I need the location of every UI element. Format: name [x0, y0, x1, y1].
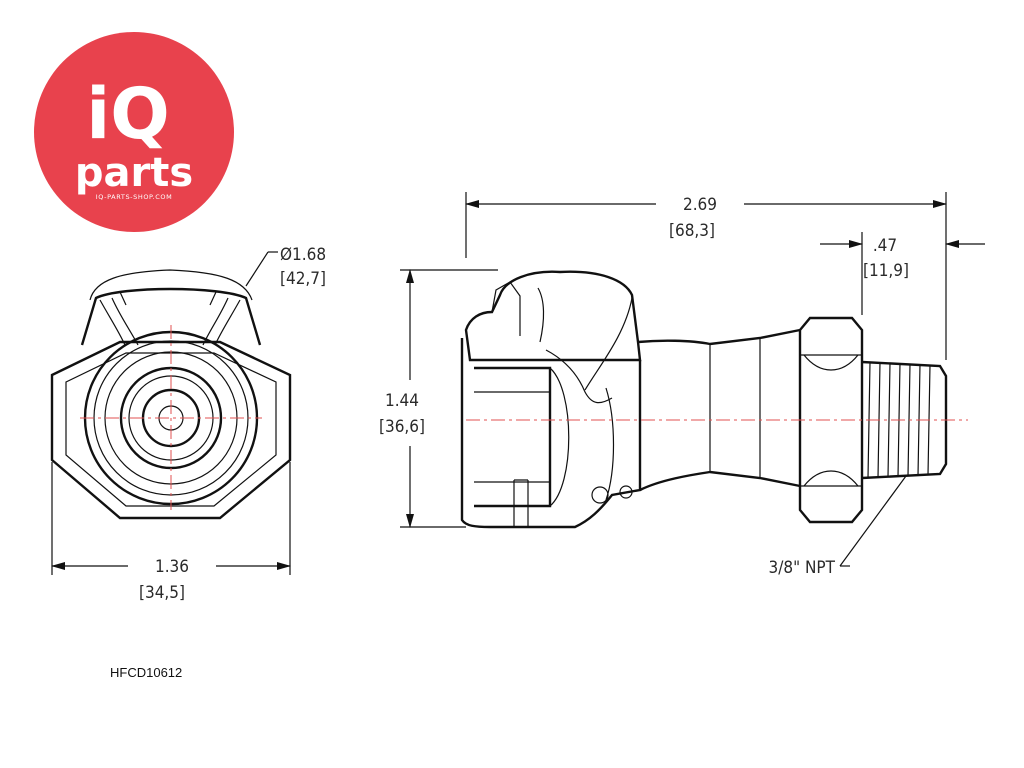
front-width-dimension: 1.36 [34,5]	[51, 462, 291, 603]
part-number: HFCD10612	[110, 665, 182, 680]
thread-callout: 3/8" NPT	[769, 475, 907, 578]
logo-circle	[34, 32, 234, 232]
thread-callout-text: 3/8" NPT	[769, 558, 836, 578]
front-diameter-dimension: Ø1.68 [42,7]	[245, 245, 326, 289]
thread-length-inch: .47	[873, 236, 897, 256]
front-width-mm: [34,5]	[139, 583, 185, 603]
logo-iq-text: iQ	[86, 73, 170, 155]
iq-parts-logo: iQ parts IQ-PARTS-SHOP.COM	[34, 32, 234, 232]
height-inch: 1.44	[385, 391, 419, 411]
front-diameter-inch: Ø1.68	[280, 245, 326, 265]
height-mm: [36,6]	[379, 417, 425, 437]
thread-length-dimension: .47 [11,9]	[820, 232, 985, 315]
thread-length-mm: [11,9]	[863, 261, 909, 281]
front-width-inch: 1.36	[155, 557, 189, 577]
overall-length-dimension: 2.69 [68,3]	[465, 192, 947, 360]
front-diameter-mm: [42,7]	[280, 269, 326, 289]
logo-website-text: IQ-PARTS-SHOP.COM	[96, 193, 173, 201]
overall-length-inch: 2.69	[683, 195, 717, 215]
height-dimension: 1.44 [36,6]	[379, 269, 498, 528]
side-view	[460, 270, 968, 529]
front-view	[50, 269, 292, 520]
logo-parts-text: parts	[75, 150, 193, 196]
overall-length-mm: [68,3]	[669, 221, 715, 241]
